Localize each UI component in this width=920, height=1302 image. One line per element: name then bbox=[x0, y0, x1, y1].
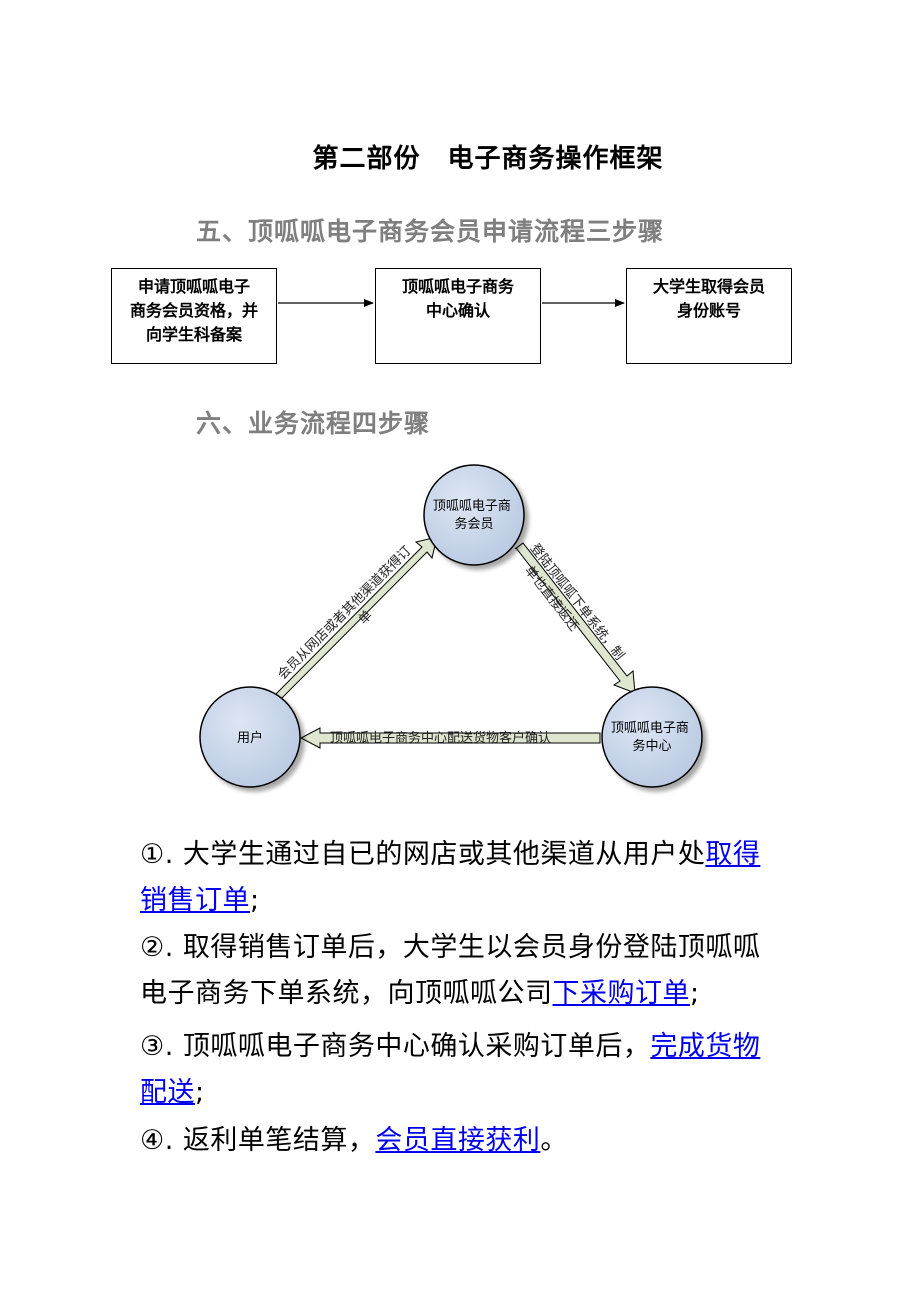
arrow-label-line: 登陆顶呱呱下单系统，制 bbox=[527, 541, 628, 664]
section-heading-business-flow: 六、业务流程四步骤 bbox=[196, 409, 431, 438]
step-text: ④. 返利单笔结算， bbox=[140, 1125, 376, 1156]
node-label-line: 务中心 bbox=[632, 738, 671, 754]
step-text: ①. 大学生通过自已的网店或其他渠道从用户处 bbox=[140, 839, 706, 870]
business-flow-diagram: 会员从网店或者其他渠道获得订 单 登陆顶呱呱下单系统，制 单也直接返还 顶呱呱电… bbox=[199, 464, 703, 788]
link-get-sales-order[interactable]: 取得 bbox=[705, 839, 761, 870]
flow-box-center-confirm: 顶呱呱电子商务 中心确认 bbox=[375, 268, 541, 364]
arrow-label-center-to-user: 顶呱呱电子商务中心配送货物客户确认 bbox=[330, 730, 551, 746]
step-text: 。 bbox=[540, 1125, 568, 1156]
flow-box-get-account: 大学生取得会员 身份账号 bbox=[626, 268, 792, 364]
link-place-purchase-order[interactable]: 下采购订单 bbox=[552, 978, 690, 1009]
node-label-line: 务会员 bbox=[454, 516, 493, 532]
node-center-circle bbox=[601, 686, 703, 788]
link-member-profit[interactable]: 会员直接获利 bbox=[375, 1125, 541, 1156]
link-sales-order[interactable]: 销售订单 bbox=[140, 885, 250, 916]
flow-box-line: 向学生科备案 bbox=[145, 325, 242, 344]
step-text: ; bbox=[195, 1077, 205, 1108]
node-user-circle bbox=[199, 686, 301, 788]
step-text: ③. 顶呱呱电子商务中心确认采购订单后， bbox=[140, 1031, 651, 1062]
node-label-line: 顶呱呱电子商 bbox=[611, 720, 689, 736]
step-text: ; bbox=[250, 885, 260, 916]
step-text: ②. 取得销售订单后，大学生以会员身份登陆顶呱呱 bbox=[140, 932, 761, 963]
step-1: ①. 大学生通过自已的网店或其他渠道从用户处取得 销售订单; bbox=[140, 832, 800, 924]
node-member: 顶呱呱电子商 务会员 bbox=[423, 464, 525, 566]
step-4: ④. 返利单笔结算，会员直接获利。 bbox=[140, 1118, 800, 1164]
flow-box-line: 大学生取得会员 bbox=[652, 277, 765, 296]
node-member-label: 顶呱呱电子商 务会员 bbox=[433, 498, 515, 532]
step-line: ①. 大学生通过自已的网店或其他渠道从用户处取得 bbox=[140, 832, 800, 878]
step-line: ②. 取得销售订单后，大学生以会员身份登陆顶呱呱 bbox=[140, 925, 800, 971]
flow-box-line: 顶呱呱电子商务 bbox=[401, 277, 514, 296]
node-member-circle bbox=[423, 464, 525, 566]
arrow-shape bbox=[271, 536, 438, 701]
node-label-line: 顶呱呱电子商 bbox=[433, 498, 511, 514]
step-text: ; bbox=[690, 978, 700, 1009]
node-user-label: 用户 bbox=[237, 730, 263, 746]
arrow-center-to-user: 顶呱呱电子商务中心配送货物客户确认 bbox=[299, 727, 601, 749]
step-line: 电子商务下单系统，向顶呱呱公司下采购订单; bbox=[140, 971, 800, 1017]
page-title: 第二部份 电子商务操作框架 bbox=[312, 144, 664, 174]
flow-box-line: 中心确认 bbox=[425, 301, 490, 320]
arrow-label-line: 会员从网店或者其他渠道获得订 bbox=[275, 543, 415, 683]
link-complete-goods[interactable]: 完成货物 bbox=[650, 1031, 761, 1062]
step-line: ④. 返利单笔结算，会员直接获利。 bbox=[140, 1118, 800, 1164]
flow-box-line: 申请顶呱呱电子 bbox=[137, 277, 250, 296]
step-line: ③. 顶呱呱电子商务中心确认采购订单后，完成货物 bbox=[140, 1024, 800, 1070]
section-heading-member-application: 五、顶呱呱电子商务会员申请流程三步骤 bbox=[196, 217, 665, 246]
flow-box-line: 商务会员资格，并 bbox=[129, 301, 258, 320]
link-delivery[interactable]: 配送 bbox=[140, 1077, 195, 1108]
flow-box-line: 身份账号 bbox=[676, 301, 741, 320]
step-line: 配送; bbox=[140, 1070, 800, 1116]
step-line: 销售订单; bbox=[140, 878, 800, 924]
node-user: 用户 bbox=[199, 686, 301, 788]
node-center-label: 顶呱呱电子商 务中心 bbox=[611, 720, 693, 754]
arrow-user-to-member: 会员从网店或者其他渠道获得订 单 bbox=[271, 536, 438, 701]
step-3: ③. 顶呱呱电子商务中心确认采购订单后，完成货物 配送; bbox=[140, 1024, 800, 1116]
arrow-member-to-center: 登陆顶呱呱下单系统，制 单也直接返还 bbox=[514, 541, 636, 694]
flow-box-apply: 申请顶呱呱电子 商务会员资格，并 向学生科备案 bbox=[111, 268, 277, 364]
step-text: 电子商务下单系统，向顶呱呱公司 bbox=[140, 978, 553, 1009]
node-center: 顶呱呱电子商 务中心 bbox=[601, 686, 703, 788]
arrow-shape bbox=[299, 727, 601, 749]
step-2: ②. 取得销售订单后，大学生以会员身份登陆顶呱呱 电子商务下单系统，向顶呱呱公司… bbox=[140, 925, 800, 1017]
